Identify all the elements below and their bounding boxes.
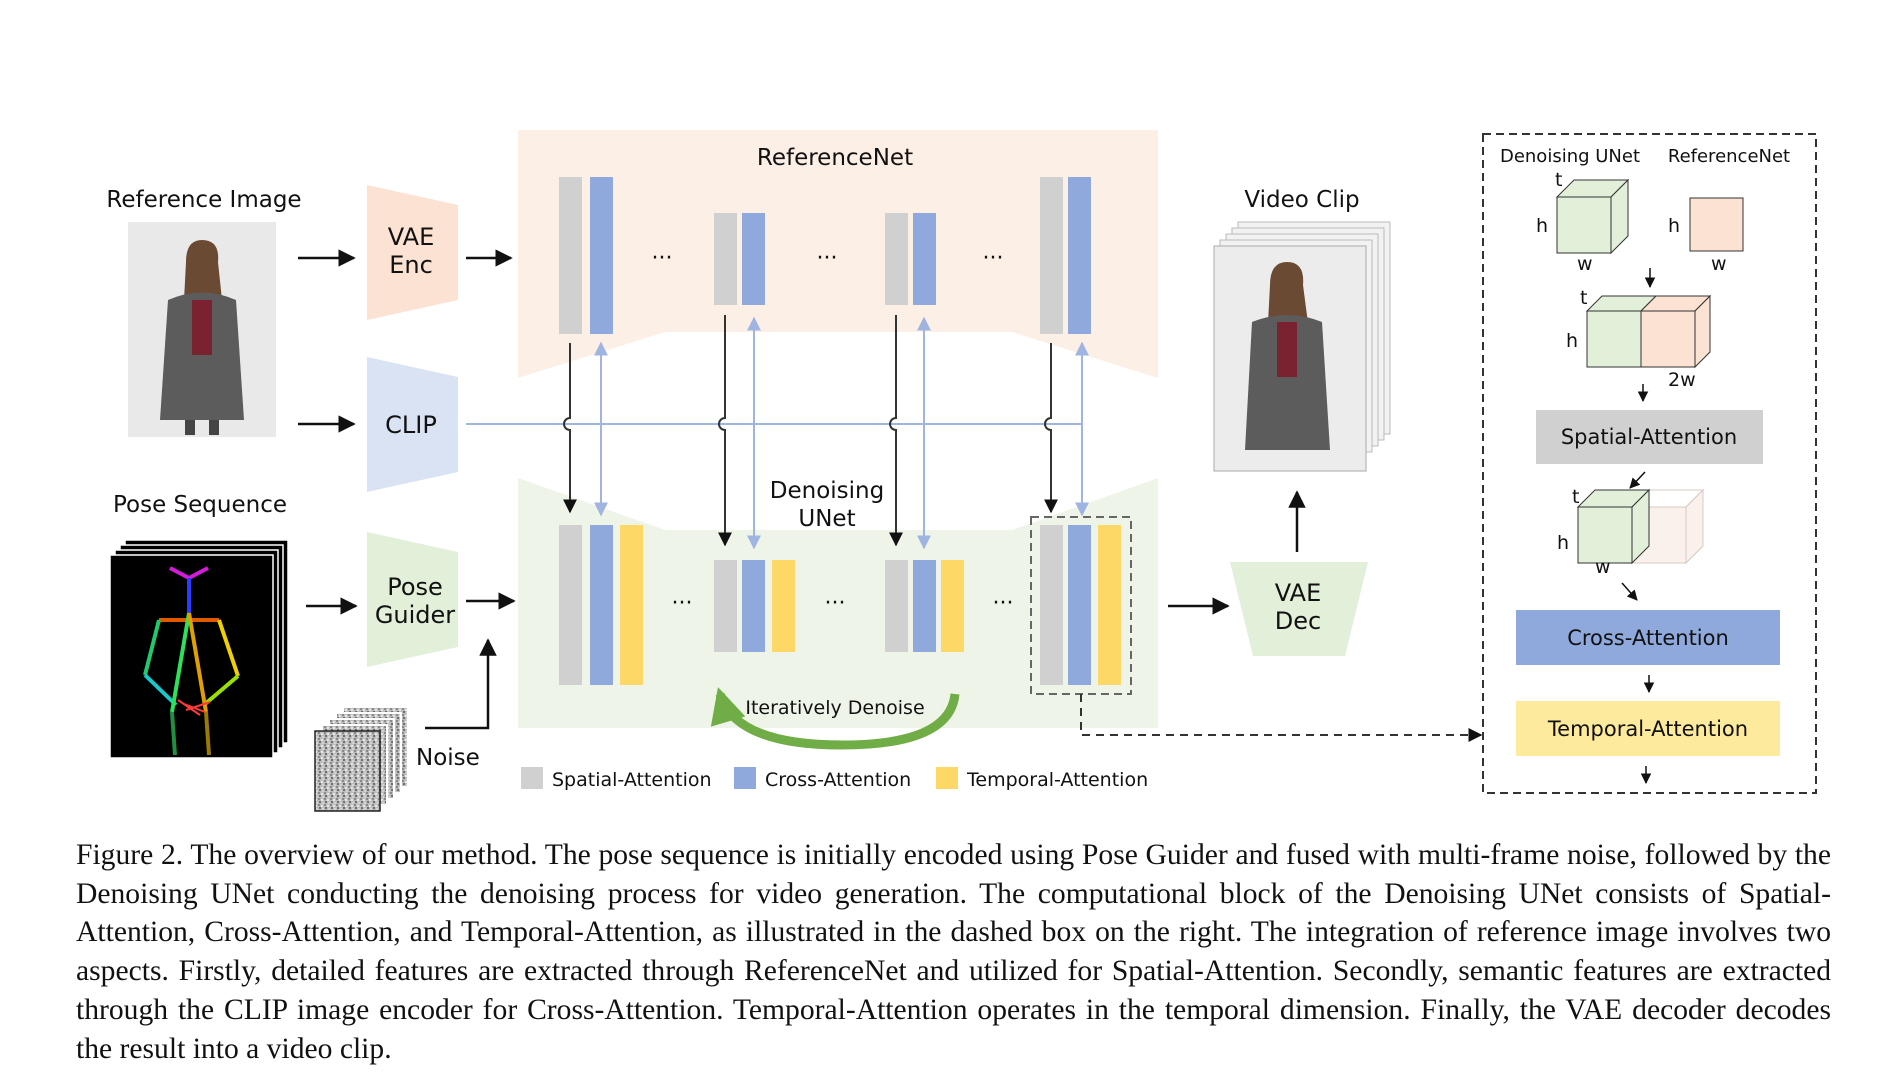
reference-image-label: Reference Image	[106, 187, 301, 213]
unet-ellipsis-3: ···	[993, 591, 1014, 616]
square-h: h	[1668, 215, 1680, 237]
clip-encoder: CLIP	[367, 357, 458, 492]
vae-enc-line2: Enc	[389, 251, 433, 279]
ref-ellipsis-2: ···	[817, 246, 838, 271]
unet-cross-block-3	[913, 560, 936, 652]
unet-feature-cube	[1555, 178, 1630, 255]
ref-spatial-block-1	[559, 177, 582, 334]
detail-spatial-attention-label: Spatial-Attention	[1561, 425, 1737, 449]
detail-cross-attention-block	[1516, 610, 1780, 665]
video-clip-label: Video Clip	[1244, 187, 1359, 213]
cube3-t: t	[1572, 486, 1579, 508]
video-clip	[1213, 221, 1391, 472]
pose-sequence	[109, 539, 289, 759]
denoising-unet-line1: Denoising	[770, 478, 884, 504]
unet-cross-block-4	[1068, 525, 1091, 685]
legend-label-temporal: Temporal-Attention	[966, 769, 1148, 791]
vae-dec-line1: VAE	[1275, 579, 1321, 607]
square-w: w	[1711, 253, 1727, 275]
unet-ellipsis-1: ···	[672, 591, 693, 616]
legend: Spatial-Attention Cross-Attention Tempor…	[521, 767, 1148, 791]
detail-temporal-attention-label: Temporal-Attention	[1547, 717, 1748, 741]
cube3-h: h	[1557, 532, 1569, 554]
legend-swatch-cross	[734, 767, 756, 789]
noise-to-guider-arrow	[425, 638, 497, 730]
output-feature-cube	[1576, 488, 1705, 565]
detail-cross-attention-label: Cross-Attention	[1567, 626, 1729, 650]
pose-guider-line2: Guider	[375, 601, 455, 629]
ref-cross-block-1	[590, 177, 613, 334]
reference-image	[128, 222, 276, 437]
cube1-w: w	[1577, 253, 1593, 275]
cube3-w: w	[1595, 556, 1611, 578]
concatenated-feature-cube	[1585, 294, 1712, 369]
vae-decoder: VAE Dec	[1230, 562, 1368, 656]
legend-swatch-temporal	[936, 767, 958, 789]
iteratively-denoise-label: Iteratively Denoise	[745, 697, 924, 719]
vae-enc-line1: VAE	[388, 223, 434, 251]
detail-spatial-attention-block	[1536, 410, 1763, 464]
unet-temporal-block-1	[620, 525, 643, 685]
ref-spatial-block-3	[885, 213, 908, 305]
detail-referencenet-label: ReferenceNet	[1668, 146, 1790, 167]
unet-cross-block-2	[742, 560, 765, 652]
noise-stack	[314, 706, 409, 812]
ref-spatial-block-4	[1040, 177, 1063, 334]
iteratively-denoise-arrow	[710, 687, 960, 750]
unet-ellipsis-2: ···	[825, 591, 846, 616]
referencenet-label: ReferenceNet	[757, 145, 913, 171]
pose-guider-line1: Pose	[387, 573, 443, 601]
cube2-2w: 2w	[1668, 369, 1696, 391]
denoising-unet: Denoising UNet ··· ··· ··· Iteratively D…	[518, 478, 1158, 750]
ref-ellipsis-1: ···	[652, 246, 673, 271]
clip-label: CLIP	[385, 411, 437, 439]
cube2-h: h	[1566, 330, 1578, 352]
ref-ellipsis-3: ···	[983, 246, 1004, 271]
ref-cross-block-3	[913, 213, 936, 305]
unet-cross-block-1	[590, 525, 613, 685]
legend-label-spatial: Spatial-Attention	[552, 769, 712, 791]
figure-caption: Figure 2. The overview of our method. Th…	[76, 839, 1831, 1065]
unet-temporal-block-4	[1098, 525, 1121, 685]
referencenet: ReferenceNet ··· ··· ···	[518, 130, 1158, 378]
vae-encoder: VAE Enc	[367, 185, 458, 320]
denoising-unet-line2: UNet	[798, 506, 855, 532]
attention-detail-box: Denoising UNet ReferenceNet t h w h w t …	[1482, 133, 1817, 794]
unet-temporal-block-3	[941, 560, 964, 652]
connections	[466, 315, 1483, 742]
cube1-h: h	[1536, 215, 1548, 237]
vae-dec-line2: Dec	[1275, 607, 1321, 635]
unet-spatial-block-2	[714, 560, 737, 652]
cube2-t: t	[1580, 287, 1587, 309]
legend-label-cross: Cross-Attention	[765, 769, 911, 791]
detail-denoising-unet-label: Denoising UNet	[1500, 146, 1640, 167]
referencenet-feature-map	[1689, 197, 1744, 252]
unet-spatial-block-3	[885, 560, 908, 652]
unet-temporal-block-2	[772, 560, 795, 652]
ref-cross-block-2	[742, 213, 765, 305]
legend-swatch-spatial	[521, 767, 543, 789]
detail-temporal-attention-block	[1516, 701, 1780, 756]
ref-spatial-block-2	[714, 213, 737, 305]
pose-guider: Pose Guider	[367, 532, 458, 667]
cube1-t: t	[1555, 169, 1562, 191]
ref-cross-block-4	[1068, 177, 1091, 334]
unet-spatial-block-4	[1040, 525, 1063, 685]
pose-sequence-label: Pose Sequence	[113, 492, 287, 518]
unet-spatial-block-1	[559, 525, 582, 685]
noise-label: Noise	[416, 745, 480, 771]
